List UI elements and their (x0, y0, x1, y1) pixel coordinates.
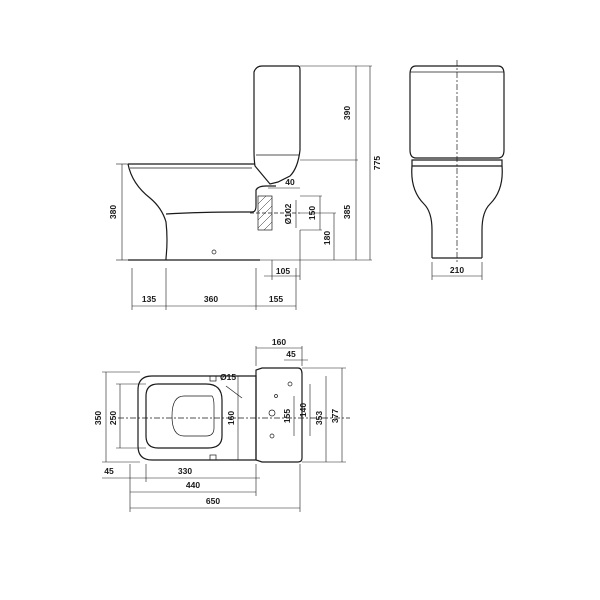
dim-353: 353 (314, 411, 324, 425)
top-tank-fixing-1 (287, 381, 293, 387)
dim-385: 385 (342, 205, 352, 219)
dim-360: 360 (204, 294, 218, 304)
top-tank-button (268, 409, 276, 417)
top-seat-diagonal (225, 385, 243, 399)
side-bowl-rear (165, 185, 276, 215)
dim-105: 105 (276, 266, 290, 276)
front-view: 210 (409, 60, 505, 280)
dim-45-top: 45 (286, 349, 296, 359)
dim-diameter-15: Ø15 (220, 372, 236, 382)
front-tank-outline (409, 65, 505, 159)
top-hinge-hole-top (209, 375, 217, 382)
dim-390: 390 (342, 106, 352, 120)
side-tank-outline (253, 65, 301, 185)
dim-155-side: 155 (269, 294, 283, 304)
dim-150: 150 (307, 206, 317, 220)
dim-45-bottom: 45 (104, 466, 114, 476)
dim-380: 380 (108, 205, 118, 219)
dim-40: 40 (285, 177, 295, 187)
dim-330: 330 (178, 466, 192, 476)
top-hinge-hole-bottom (209, 454, 217, 461)
side-bowl-outline (127, 163, 255, 259)
dim-650: 650 (206, 496, 220, 506)
dim-250: 250 (108, 411, 118, 425)
dim-210: 210 (450, 265, 464, 275)
dim-155-top: 155 (282, 409, 292, 423)
dim-350: 350 (93, 411, 103, 425)
dim-377: 377 (330, 409, 340, 423)
dim-160-holes: 160 (226, 411, 236, 425)
dim-160-top: 160 (272, 337, 286, 347)
dim-135: 135 (142, 294, 156, 304)
dim-440: 440 (186, 480, 200, 490)
top-tank-fixing-3 (274, 394, 278, 398)
dim-180: 180 (322, 231, 332, 245)
top-seat-inner (171, 395, 215, 437)
top-seat-opening (145, 383, 223, 449)
top-tank-outline (255, 367, 303, 463)
dim-775: 775 (372, 156, 382, 170)
top-view: 160 45 Ø15 160 155 140 353 377 350 250 4… (93, 337, 350, 512)
dim-diameter-102: Ø102 (283, 203, 293, 224)
top-tank-fixing-2 (269, 433, 275, 439)
dim-140: 140 (298, 403, 308, 417)
top-bowl-outline (137, 375, 257, 461)
side-view: 390 385 775 380 40 Ø102 150 180 105 135 … (108, 65, 382, 310)
side-fixing-point (211, 249, 217, 255)
front-bowl-outline (411, 165, 503, 258)
